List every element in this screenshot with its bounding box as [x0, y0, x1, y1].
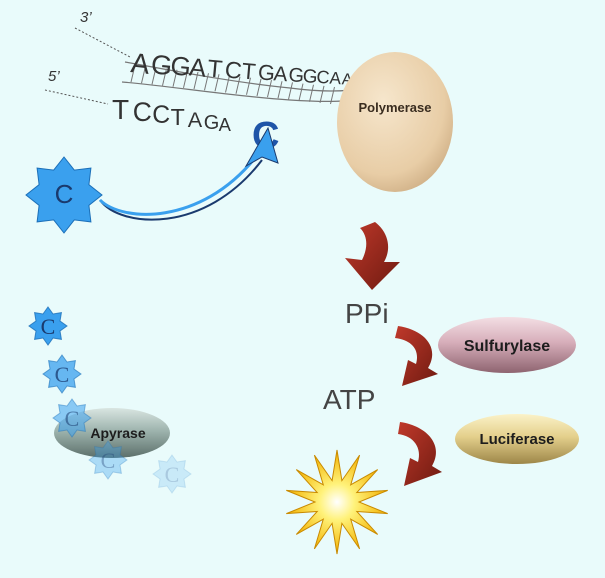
polymerase-label: Polymerase: [359, 100, 432, 115]
nucleotide-star-icon: [25, 156, 103, 234]
template-sequence: AGGATCTGAGGCAAGTTCCAG: [129, 47, 418, 91]
template-backbone-line-2: [121, 81, 361, 102]
ppi-to-atp-arrow-icon: [395, 326, 438, 386]
apyrase-label: Apyrase: [90, 425, 145, 441]
template-base-letter: G: [257, 59, 276, 85]
base-pair-rung: [225, 75, 230, 93]
degraded-nucleotide-star-icon: [52, 398, 92, 438]
degraded-nucleotide-label: C: [41, 314, 56, 339]
atp-to-light-arrow-icon: [398, 422, 442, 486]
template-base-letter: G: [169, 50, 192, 82]
synthesized-base-letter: T: [112, 94, 129, 125]
atp-label: ATP: [323, 384, 375, 415]
base-pair-rung: [246, 77, 251, 95]
base-pair-rung: [309, 84, 314, 102]
degraded-nucleotide-star-icon: [28, 306, 68, 346]
light-flash-icon: [286, 449, 388, 555]
template-base-letter: A: [273, 62, 289, 86]
synthesized-base-letter: A: [219, 114, 232, 135]
synthesized-base-letter: A: [188, 107, 203, 132]
red-arrow-down-icon: [345, 222, 400, 290]
synthesized-base-letter: C: [133, 97, 152, 127]
release-arrow: [345, 222, 400, 290]
base-pair-rung: [330, 86, 335, 105]
degraded-nucleotide-star-icon: [42, 354, 82, 394]
template-base-letter: A: [188, 53, 208, 82]
base-pair-rungs: [130, 64, 356, 107]
degraded-nucleotide-label: C: [55, 362, 70, 387]
template-base-letter: G: [288, 64, 305, 87]
synthesized-base-letter: G: [204, 112, 220, 134]
template-base-letter: C: [316, 67, 330, 88]
degraded-nucleotide-label: C: [65, 406, 80, 431]
incoming-nucleotide: C: [25, 126, 279, 234]
template-base-letter: G: [302, 66, 318, 88]
template-base-letter: T: [241, 58, 257, 84]
strand-bottom-dotted-end: [44, 89, 109, 105]
degraded-nucleotide-star-icon: [88, 440, 128, 480]
base-pair-rung: [130, 64, 136, 83]
strand-top-dotted-end: [74, 27, 131, 58]
base-pair-rung: [141, 66, 146, 84]
base-pair-rung: [319, 85, 325, 104]
template-backbone-line: [124, 61, 366, 92]
base-pair-rung: [214, 74, 220, 92]
synthesized-base-letter: T: [171, 104, 185, 130]
base-pair-rung: [162, 68, 167, 86]
ppi-label: PPi: [345, 298, 389, 329]
template-base-letter: A: [129, 47, 151, 80]
polymerase-blob: [337, 52, 453, 192]
degraded-nucleotide-star-icon: [152, 454, 192, 494]
base-pair-rung: [151, 67, 157, 85]
strand-end-5prime: 5’: [48, 68, 60, 85]
sulfurylase-blob: [438, 317, 576, 373]
template-base-letter: G: [150, 48, 174, 81]
degraded-nucleotide-label: C: [101, 448, 116, 473]
strand-end-3prime: 3’: [80, 9, 92, 26]
polymerase-enzyme: Polymerase: [337, 52, 453, 192]
base-pair-rung: [288, 82, 293, 100]
base-pair-rung: [277, 81, 283, 99]
base-pair-rung: [256, 78, 262, 97]
template-base-letter: T: [206, 55, 223, 83]
base-pair-rung: [267, 79, 272, 98]
base-pair-rung: [172, 69, 178, 87]
template-base-letter: C: [224, 56, 243, 83]
luciferase-enzyme: Luciferase: [455, 414, 579, 464]
base-pair-rung: [193, 71, 199, 90]
sulfurylase-enzyme: Sulfurylase: [438, 317, 576, 373]
template-base-letter: A: [329, 68, 342, 89]
base-pair-rung: [235, 76, 241, 94]
base-pair-rung: [298, 83, 304, 101]
incorporation-arrow-shaft-highlight: [98, 157, 257, 216]
nucleotide-label: C: [55, 179, 74, 209]
luciferase-blob: [455, 414, 579, 464]
luciferase-label: Luciferase: [479, 431, 554, 448]
incorporation-arrow-head-icon: [244, 126, 279, 168]
incorporation-arrow-shaft: [99, 159, 263, 221]
base-pair-rung: [183, 70, 188, 89]
base-pair-rung: [204, 73, 209, 91]
degraded-nucleotide-label: C: [165, 462, 180, 487]
synthesized-base-letter: C: [152, 102, 170, 129]
sulfurylase-label: Sulfurylase: [464, 338, 550, 355]
